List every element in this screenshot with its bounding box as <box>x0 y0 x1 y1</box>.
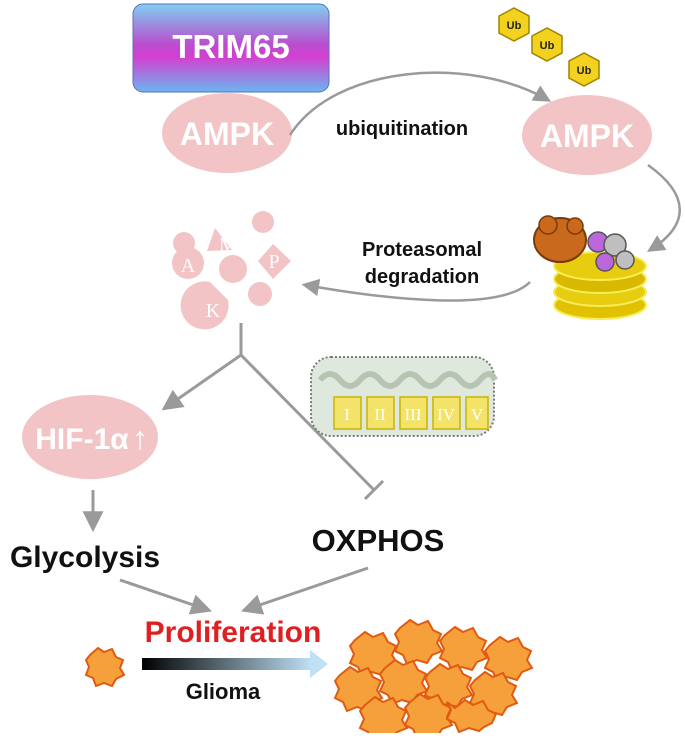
fragment-letter-a: A <box>181 255 196 277</box>
complex-v-label: V <box>471 405 484 424</box>
trim65-label: TRIM65 <box>172 28 289 65</box>
ampk-right-label: AMPK <box>540 118 634 154</box>
complex-iii-label: III <box>405 405 422 424</box>
ub-label: Ub <box>540 40 555 52</box>
proteasome-icon <box>533 215 647 320</box>
proliferation-label: Proliferation <box>145 616 322 649</box>
ub-label: Ub <box>577 65 592 77</box>
fragment-letter-m: M <box>219 234 237 256</box>
proteasomal-label: Proteasomal <box>362 239 482 261</box>
ub-hexagon <box>498 7 530 42</box>
to-proteasome-arrow <box>647 163 681 252</box>
ampk-fragments: A M P K <box>172 211 291 330</box>
oxphos-to-proliferation-arrow <box>241 566 369 615</box>
mitochondrion-icon: I II III IV V <box>310 356 498 437</box>
glioma-arrowhead <box>310 650 328 678</box>
glioma-gradient-bar <box>142 658 312 670</box>
complex-i-label: I <box>344 405 350 424</box>
ampk-left-label: AMPK <box>180 116 274 152</box>
ampk-left: AMPK <box>162 93 292 173</box>
inhibition-bar <box>363 479 385 501</box>
hif1a-up-arrow: ↑ <box>132 420 148 456</box>
ub-hexagon <box>568 52 600 87</box>
complex-ii-label: II <box>374 405 386 424</box>
trim65-box: TRIM65 <box>132 3 330 93</box>
ub-label: Ub <box>507 20 522 32</box>
oxphos-label: OXPHOS <box>312 523 445 558</box>
fragment-letter-p: P <box>268 251 279 273</box>
fragment-letter-k: K <box>206 300 221 322</box>
glycolysis-label: Glycolysis <box>10 541 160 574</box>
branch-connector <box>161 323 385 501</box>
complex-iv-label: IV <box>437 405 456 424</box>
degradation-label: degradation <box>365 266 479 288</box>
glioma-label: Glioma <box>186 679 261 704</box>
glycolysis-to-proliferation-arrow <box>119 578 212 615</box>
glioma-cell-cluster <box>333 618 534 738</box>
ubiquitination-label: ubiquitination <box>336 118 468 140</box>
ub-chain: Ub Ub Ub <box>498 7 600 87</box>
ubiquitination-arrow <box>288 71 552 136</box>
hif1a-node: HIF-1α ↑ <box>22 395 158 479</box>
degradation-arrow <box>301 278 531 302</box>
hif1a-label: HIF-1α <box>35 423 129 456</box>
ampk-right: AMPK <box>522 95 652 175</box>
ub-hexagon <box>531 27 563 62</box>
single-glioma-cell <box>84 646 126 688</box>
